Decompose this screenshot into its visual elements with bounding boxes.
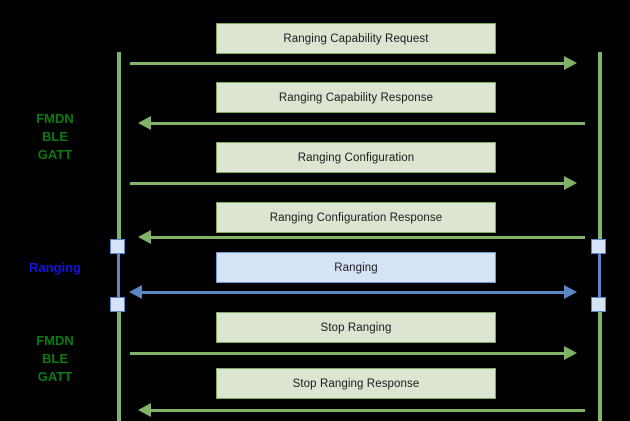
phase-label-fmdn-ble-gatt-bottom: FMDN BLE GATT [0,332,110,386]
message-arrow-head-right [564,346,577,360]
message-label: Ranging Configuration Response [269,211,443,224]
message-box-ranging[interactable]: Ranging [216,252,496,283]
message-arrow-head-left [138,230,151,244]
activation-left-end [110,297,125,312]
lifeline-left-upper [117,52,121,247]
lifeline-right-ranging-segment [598,247,601,305]
message-box-ranging-configuration[interactable]: Ranging Configuration [216,142,496,173]
message-box-ranging-capability-request[interactable]: Ranging Capability Request [216,23,496,54]
message-box-ranging-configuration-response[interactable]: Ranging Configuration Response [216,202,496,233]
phase-label-line: FMDN [36,333,74,348]
message-label: Ranging [334,261,378,274]
message-label: Ranging Capability Response [278,91,434,104]
message-box-ranging-capability-response[interactable]: Ranging Capability Response [216,82,496,113]
message-arrow-line-ranging-configuration-response [151,236,585,239]
message-label: Ranging Configuration [297,151,415,164]
phase-label-line: BLE [42,351,68,366]
phase-label-line: BLE [42,129,68,144]
activation-right-start [591,239,606,254]
lifeline-left-ranging-segment [117,247,120,305]
phase-label-line: Ranging [29,260,81,275]
activation-right-end [591,297,606,312]
message-arrow-line-ranging-configuration [130,182,564,185]
message-arrow-line-ranging [142,291,564,294]
phase-label-fmdn-ble-gatt-top: FMDN BLE GATT [0,110,110,164]
message-arrow-head-left [129,285,142,299]
activation-left-start [110,239,125,254]
phase-label-line: FMDN [36,111,74,126]
message-arrow-head-right [564,56,577,70]
message-label: Stop Ranging Response [292,377,420,390]
message-box-stop-ranging[interactable]: Stop Ranging [216,312,496,343]
lifeline-left-lower [117,303,121,421]
message-arrow-line-ranging-capability-response [151,122,585,125]
message-arrow-head-right [564,285,577,299]
message-arrow-head-right [564,176,577,190]
message-arrow-line-ranging-capability-request [130,62,564,65]
message-box-stop-ranging-response[interactable]: Stop Ranging Response [216,368,496,399]
lifeline-right-upper [598,52,602,247]
message-arrow-head-left [138,403,151,417]
message-arrow-line-stop-ranging-response [151,409,585,412]
message-arrow-line-stop-ranging [130,352,564,355]
message-label: Ranging Capability Request [283,32,429,45]
phase-label-line: GATT [37,369,73,384]
message-label: Stop Ranging [320,321,392,334]
phase-label-ranging: Ranging [0,259,110,277]
lifeline-right-lower [598,303,602,421]
message-arrow-head-left [138,116,151,130]
phase-label-line: GATT [37,147,73,162]
